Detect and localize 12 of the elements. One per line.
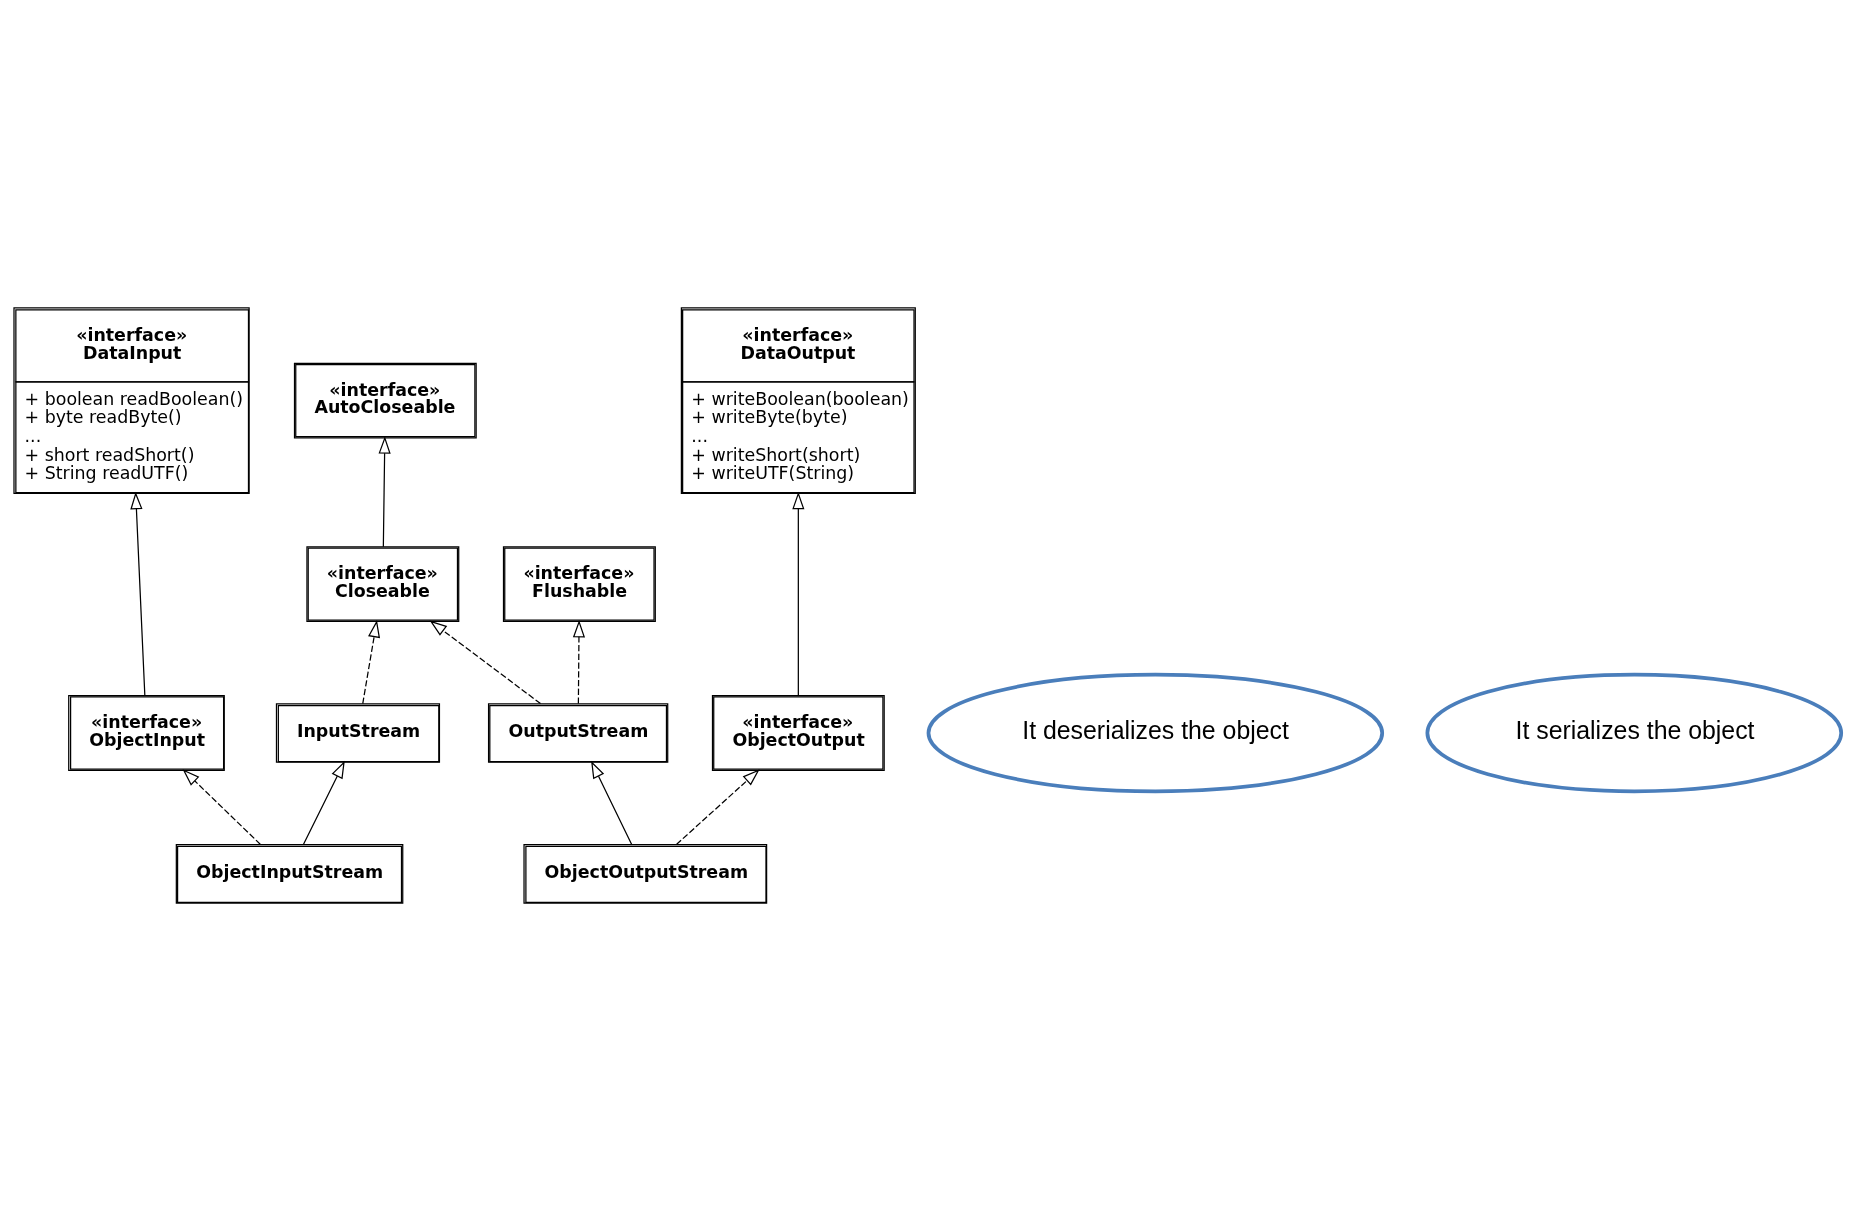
arrow	[182, 768, 261, 845]
node-ellipse: It deserializes the object	[926, 672, 1385, 793]
arrow	[572, 619, 586, 704]
arrow	[130, 491, 146, 696]
arrow	[378, 435, 391, 547]
arrow	[302, 760, 345, 845]
node-ellipse: It serializes the object	[1425, 672, 1844, 793]
arrow	[591, 760, 633, 845]
arrow	[792, 491, 805, 696]
arrow	[429, 619, 542, 704]
arrow	[676, 768, 760, 845]
arrow	[362, 619, 381, 704]
